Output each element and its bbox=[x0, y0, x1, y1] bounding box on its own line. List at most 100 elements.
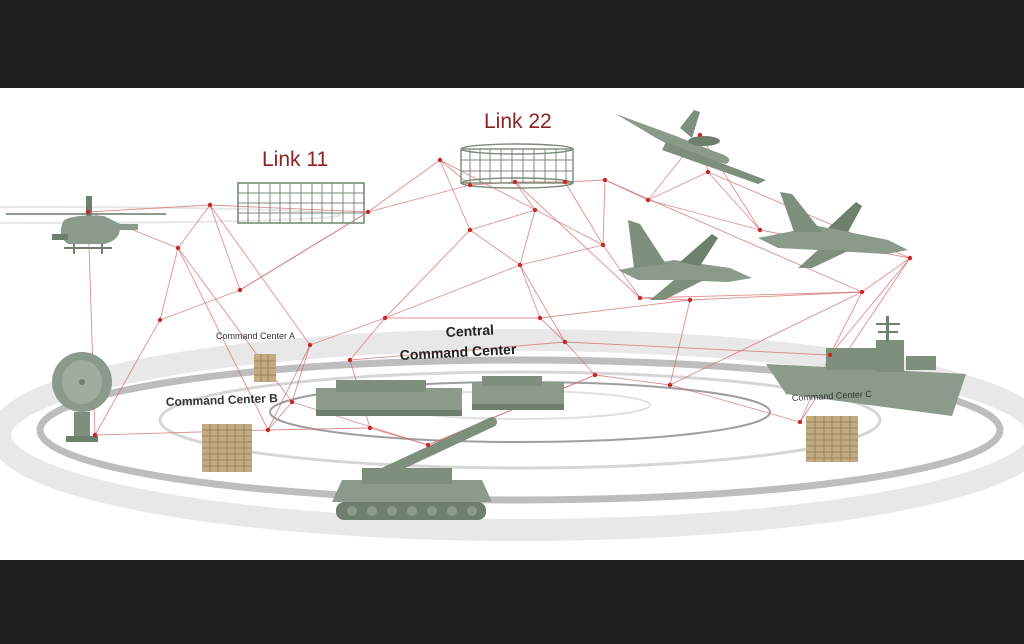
network-link bbox=[564, 341, 596, 376]
network-link bbox=[239, 211, 369, 291]
network-link bbox=[159, 247, 179, 321]
network-link bbox=[291, 401, 429, 446]
network-link bbox=[669, 299, 691, 386]
network-node bbox=[637, 295, 643, 301]
command-center-a-label: Command Center A bbox=[216, 331, 295, 341]
network-link bbox=[469, 229, 521, 266]
network-link bbox=[829, 257, 911, 356]
network-link bbox=[439, 159, 604, 246]
grid-box-icon bbox=[237, 182, 365, 224]
network-link bbox=[384, 229, 471, 319]
network-link bbox=[291, 344, 311, 403]
network-node bbox=[382, 315, 388, 321]
command-center-c-label: Command Center C bbox=[792, 389, 873, 403]
network-link bbox=[519, 209, 536, 266]
network-node bbox=[467, 182, 473, 188]
network-node bbox=[907, 255, 913, 261]
network-node bbox=[562, 339, 568, 345]
network-link bbox=[669, 384, 801, 423]
network-link bbox=[209, 204, 311, 346]
network-node bbox=[667, 382, 673, 388]
network-node bbox=[797, 419, 803, 425]
network-link bbox=[514, 181, 641, 299]
grid-cylinder-icon bbox=[460, 143, 574, 189]
network-node bbox=[757, 227, 763, 233]
network-link bbox=[384, 264, 521, 319]
network-link bbox=[177, 247, 269, 431]
network-node bbox=[237, 287, 243, 293]
network-link bbox=[87, 204, 211, 213]
network-node bbox=[367, 425, 373, 431]
network-node bbox=[467, 227, 473, 233]
network-link bbox=[647, 199, 761, 231]
network-link bbox=[369, 427, 429, 446]
network-link bbox=[159, 289, 241, 321]
network-link bbox=[519, 244, 604, 266]
network-link bbox=[514, 181, 536, 211]
server-cube-icon bbox=[202, 424, 252, 472]
network-node bbox=[687, 297, 693, 303]
network-link bbox=[594, 374, 671, 386]
network-node bbox=[537, 315, 543, 321]
link11-label: Link 11 bbox=[262, 148, 328, 171]
network-link bbox=[639, 291, 863, 299]
command-center-b-label: Command Center B bbox=[166, 391, 279, 409]
awacs-aircraft-icon bbox=[616, 110, 766, 184]
helicopter-icon bbox=[6, 196, 166, 254]
link22-label: Link 22 bbox=[484, 110, 552, 133]
network-link bbox=[707, 171, 761, 231]
network-node bbox=[512, 179, 518, 185]
network-node bbox=[827, 352, 833, 358]
radar-dish-icon bbox=[52, 352, 112, 442]
network-node bbox=[437, 157, 443, 163]
warship-icon bbox=[766, 316, 966, 416]
network-node bbox=[645, 197, 651, 203]
network-node bbox=[562, 179, 568, 185]
network-link bbox=[267, 344, 311, 431]
network-link bbox=[519, 264, 566, 343]
network-link bbox=[309, 317, 386, 346]
armored-vehicle-icon bbox=[316, 380, 462, 416]
network-node bbox=[592, 372, 598, 378]
network-node bbox=[365, 209, 371, 215]
network-node bbox=[600, 242, 606, 248]
armored-vehicle-icon bbox=[472, 376, 564, 410]
network-node bbox=[859, 289, 865, 295]
network-link bbox=[209, 204, 241, 291]
ground-rings bbox=[0, 206, 1024, 541]
network-link bbox=[647, 171, 709, 201]
network-node bbox=[207, 202, 213, 208]
network-link bbox=[469, 209, 536, 231]
network-link bbox=[439, 159, 471, 231]
network-node bbox=[307, 342, 313, 348]
network-link bbox=[267, 427, 371, 431]
central-label-line1: Central bbox=[445, 321, 494, 340]
network-link bbox=[539, 299, 691, 319]
network-node bbox=[705, 169, 711, 175]
network-node bbox=[289, 399, 295, 405]
network-link bbox=[602, 179, 606, 246]
letterbox-bottom bbox=[0, 560, 1024, 644]
network-node bbox=[697, 132, 703, 138]
network-link bbox=[367, 159, 441, 213]
network-link bbox=[267, 401, 293, 431]
network-node bbox=[602, 177, 608, 183]
network-node bbox=[85, 209, 91, 215]
network-link bbox=[177, 204, 211, 249]
network-link bbox=[209, 204, 369, 213]
network-node bbox=[92, 432, 98, 438]
server-cube-icon bbox=[254, 354, 276, 382]
network-node bbox=[347, 357, 353, 363]
network-node bbox=[265, 427, 271, 433]
network-link bbox=[349, 317, 386, 361]
network-link bbox=[94, 319, 161, 436]
network-node bbox=[517, 262, 523, 268]
network-link bbox=[539, 317, 566, 343]
network-link bbox=[689, 291, 863, 301]
network-node bbox=[157, 317, 163, 323]
network-link bbox=[669, 291, 863, 386]
network-node bbox=[425, 442, 431, 448]
fighter-jet-icon bbox=[618, 220, 752, 300]
central-label-line2: Command Center bbox=[399, 341, 517, 363]
